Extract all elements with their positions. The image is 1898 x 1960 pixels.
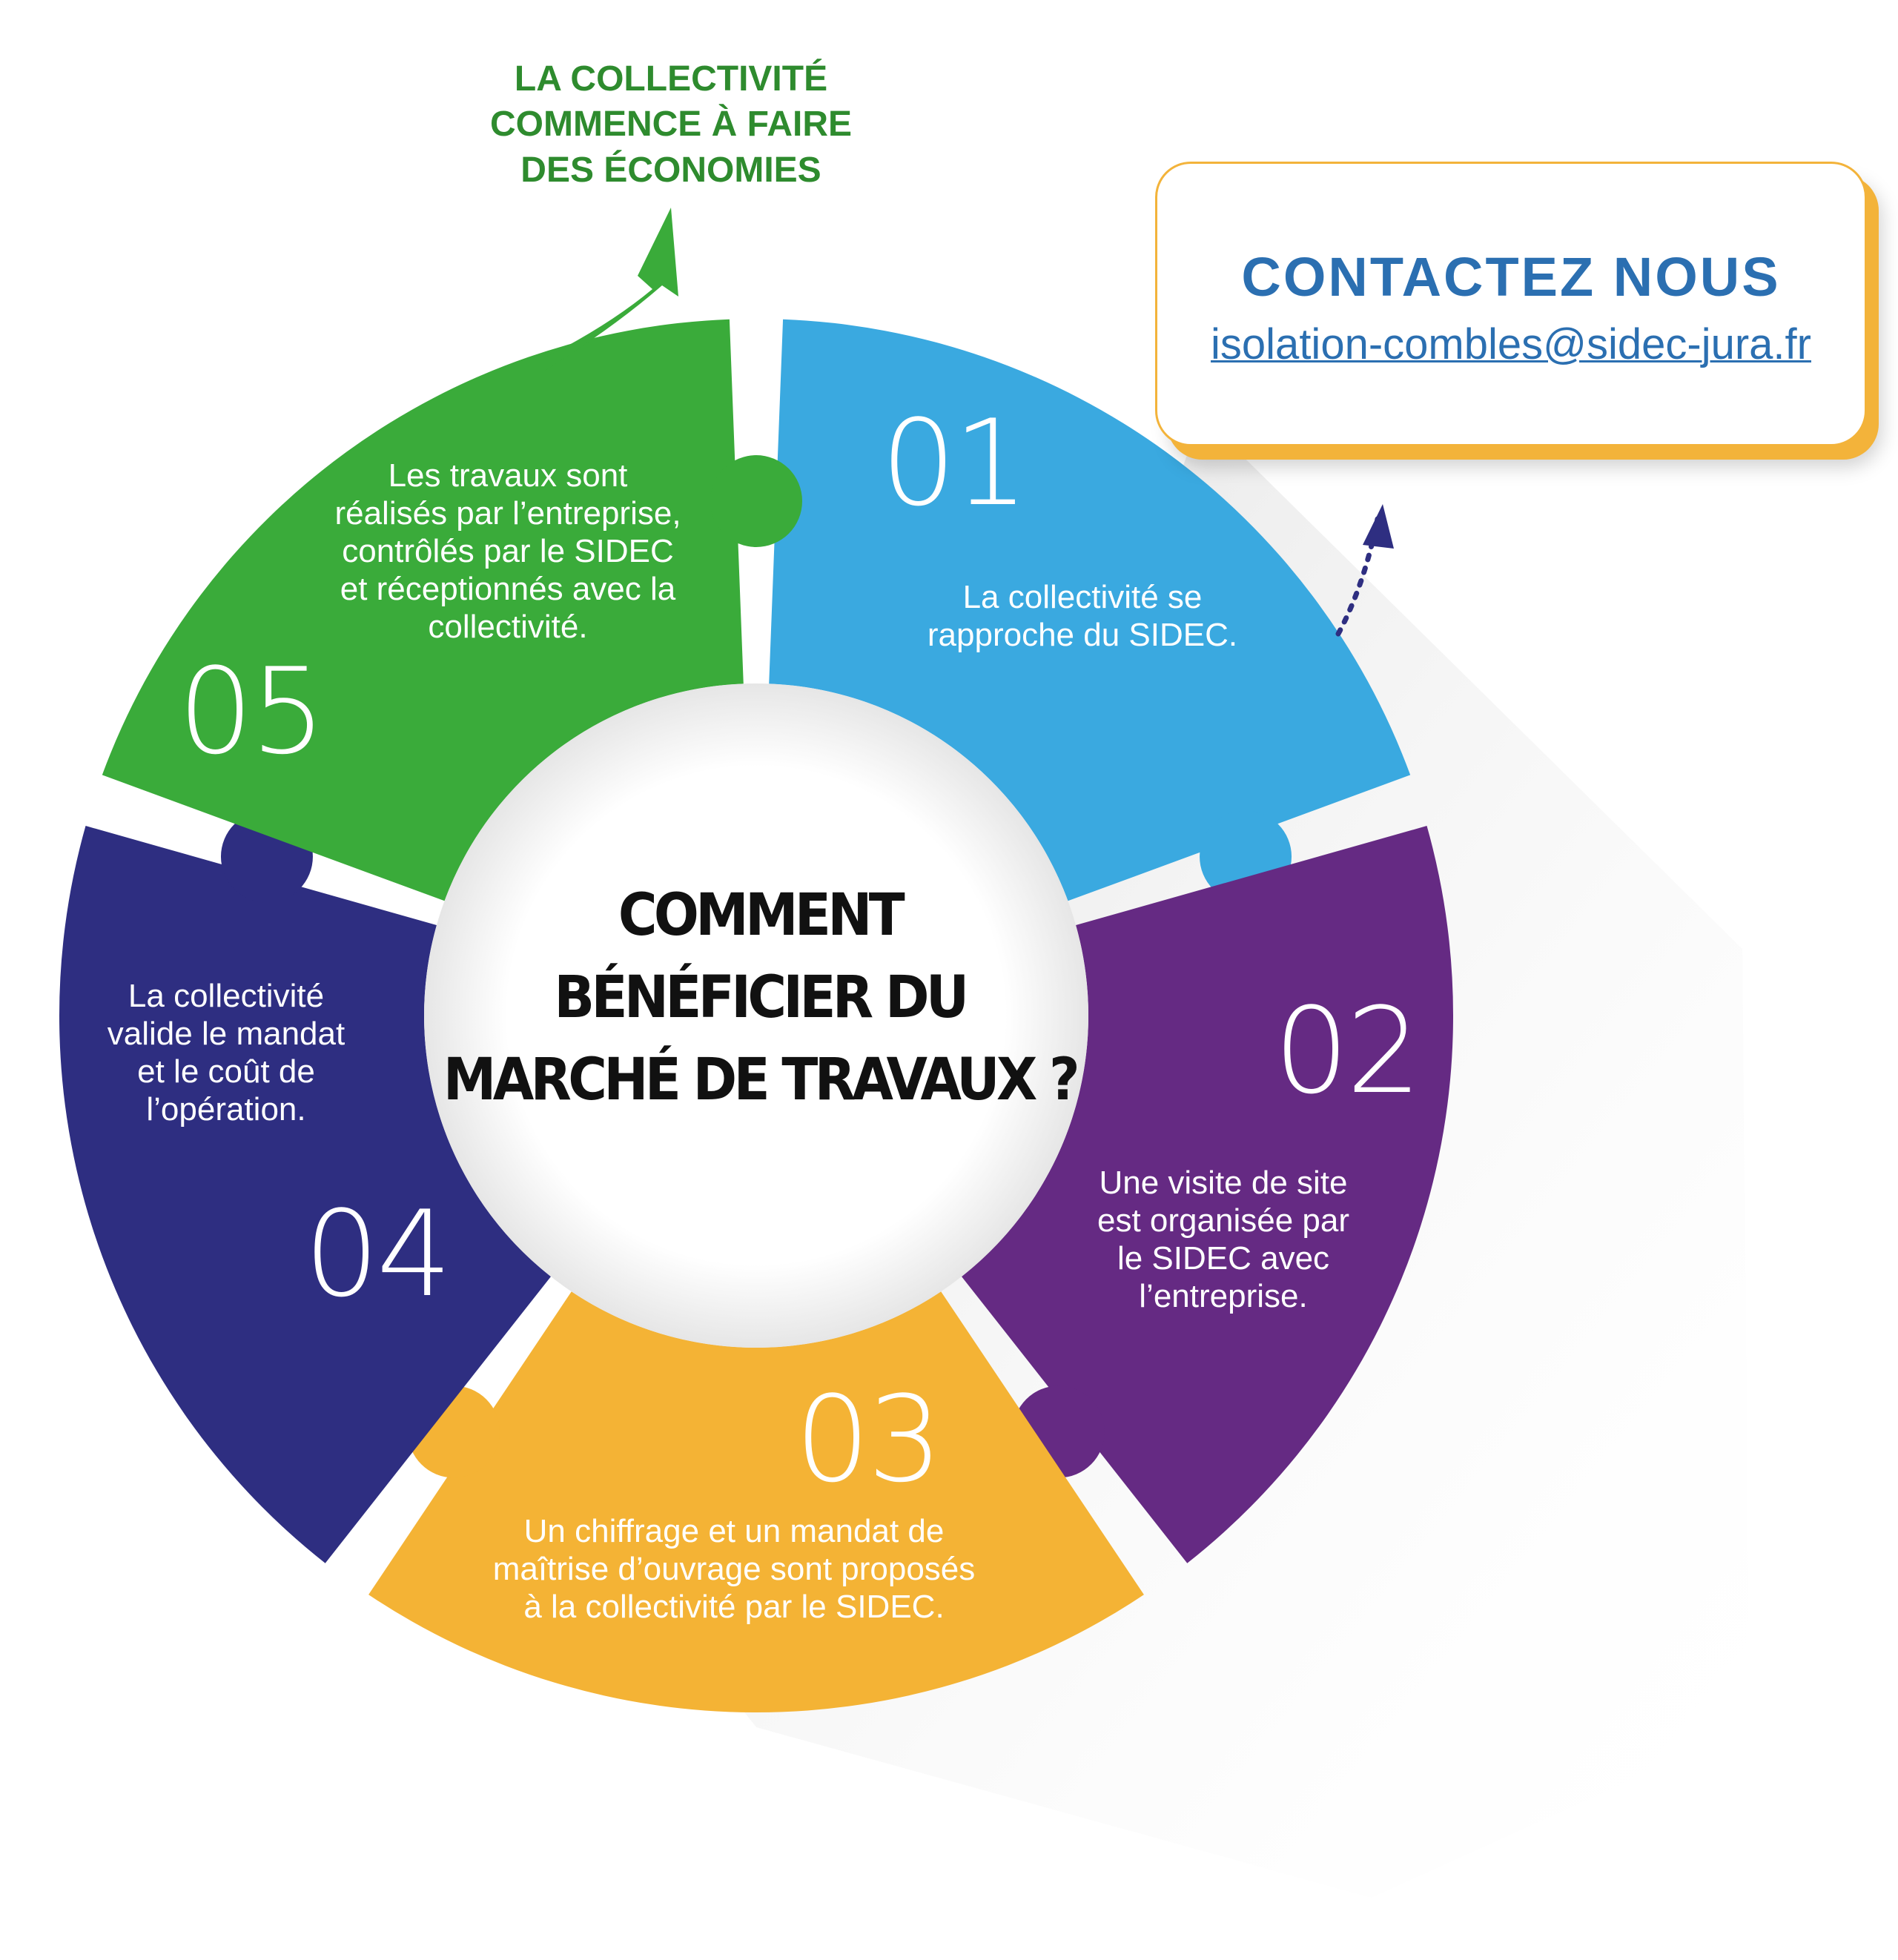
segment-1 (769, 319, 1411, 901)
contact-email-link[interactable]: isolation-combles@sidec-jura.fr (1211, 320, 1811, 368)
step-5-number: 05 (178, 642, 326, 781)
step-2-text: Une visite de site est organisée par le … (1097, 1165, 1349, 1315)
step-4-number: 04 (304, 1185, 452, 1323)
segment-3 (368, 1291, 1144, 1712)
puzzle-knob-5 (710, 455, 802, 547)
inner-circle (424, 683, 1088, 1348)
contact-title: CONTACTEZ NOUS (1241, 246, 1781, 308)
step-2-number: 02 (1274, 981, 1422, 1120)
segment-5 (102, 319, 744, 901)
step-5-text: Les travaux sont réalisés par l’entrepri… (334, 457, 681, 646)
growth-arrow-icon (541, 208, 678, 371)
step-1-text: La collectivité se rapproche du SIDEC. (927, 579, 1238, 654)
step-4-text: La collectivité valide le mandat et le c… (107, 978, 345, 1128)
savings-headline: LA COLLECTIVITÉ COMMENCE À FAIRE DES ÉCO… (489, 59, 852, 190)
dotted-arrow-head-icon (1363, 504, 1394, 549)
step-3-text: Un chiffrage et un mandat de maîtrise d’… (492, 1513, 976, 1626)
step-1-number: 01 (881, 394, 1029, 532)
center-title: COMMENT BÉNÉFICIER DU MARCHÉ DE TRAVAUX … (443, 882, 1080, 1113)
segment-2 (962, 826, 1453, 1563)
step-3-number: 03 (795, 1370, 943, 1509)
segment-4 (59, 826, 551, 1563)
contact-box: CONTACTEZ NOUS isolation-combles@sidec-j… (1155, 162, 1867, 446)
